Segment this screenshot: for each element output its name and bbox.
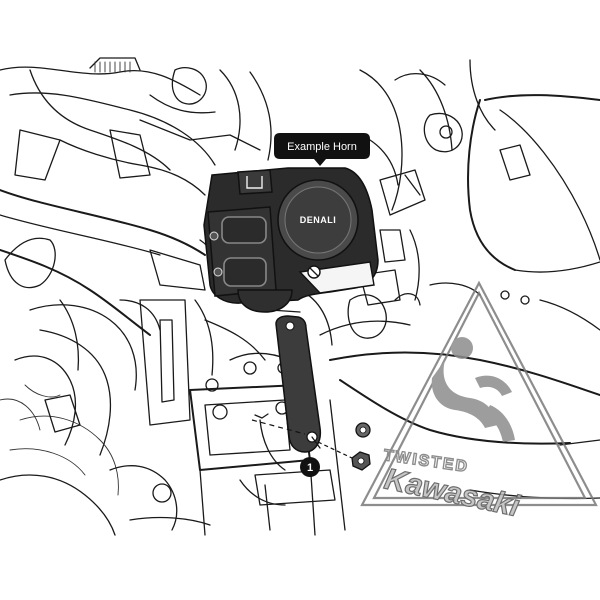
horn-assembly: DENALI <box>203 167 379 313</box>
step-marker: 1 <box>300 457 320 477</box>
motorcycle-line-art <box>0 57 600 536</box>
horn-callout: Example Horn <box>274 133 370 166</box>
mounting-bracket <box>251 315 353 459</box>
watermark: TWISTED Kawasaki <box>360 280 598 524</box>
rider-icon <box>431 337 515 442</box>
horn-brand: DENALI <box>300 215 337 225</box>
watermark-triangle <box>360 280 598 507</box>
hardware <box>351 422 371 471</box>
step-number: 1 <box>307 462 313 474</box>
callout-label: Example Horn <box>287 141 357 153</box>
